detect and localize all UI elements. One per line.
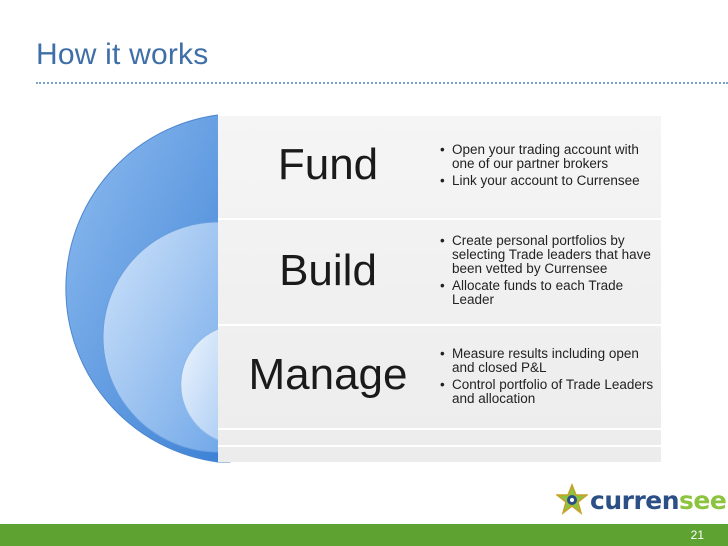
title-divider	[36, 82, 728, 84]
bullet-item: •Open your trading account with one of o…	[440, 142, 639, 171]
bullet-item: •Allocate funds to each Trade Leader	[440, 278, 624, 307]
footer-bar: 21	[0, 524, 728, 546]
bullet-item: •Measure results including open and clos…	[440, 346, 639, 375]
content-panel	[218, 115, 661, 462]
bullet-item: •Control portfolio of Trade Leaders and …	[440, 377, 654, 406]
build-bullets: •Create personal portfolios by selecting…	[440, 234, 660, 310]
currensee-logo: currensee	[556, 483, 727, 519]
logo-wordmark: currensee	[590, 486, 727, 515]
manage-bullets: •Measure results including open and clos…	[440, 347, 660, 409]
row-word-manage: Manage	[248, 350, 408, 399]
slide-title: How it works	[36, 38, 209, 71]
star-logo-icon	[556, 483, 588, 515]
inner-arc	[180, 328, 231, 441]
row-word-fund: Fund	[277, 140, 379, 189]
fund-bullets: •Open your trading account with one of o…	[440, 143, 660, 191]
bullet-item: •Link your account to Currensee	[440, 173, 640, 188]
page-number: 21	[690, 528, 704, 542]
row-word-build: Build	[279, 246, 377, 295]
bullet-item: •Create personal portfolios by selecting…	[440, 233, 651, 276]
